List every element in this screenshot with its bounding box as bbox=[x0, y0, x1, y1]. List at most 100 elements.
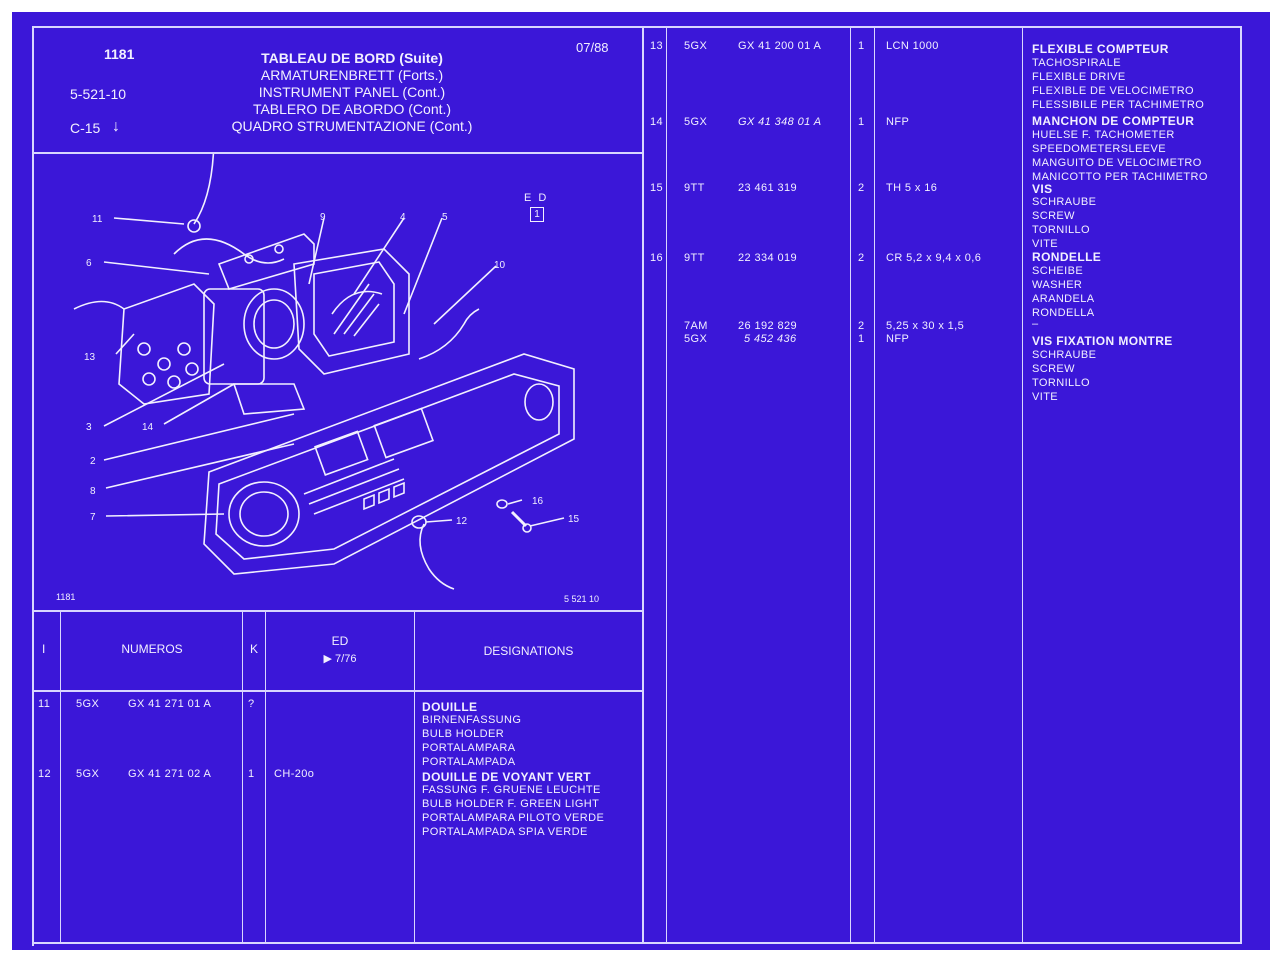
exploded-view-diagram: 11 9 4 5 6 10 13 3 14 2 8 7 12 16 15 bbox=[73, 154, 580, 590]
washer-16 bbox=[496, 499, 508, 509]
fascia-outline bbox=[203, 353, 575, 575]
row-designation-line: TORNILLO bbox=[1032, 224, 1091, 236]
frame-bottom bbox=[32, 942, 1242, 944]
diagram-footer-left: 1181 bbox=[56, 592, 76, 602]
col-designations-header: DESIGNATIONS bbox=[483, 644, 574, 658]
row-designation-line: SCREW bbox=[1032, 363, 1075, 375]
callout-2: 2 bbox=[90, 456, 96, 467]
page-code: C-15 bbox=[70, 120, 101, 136]
callout-8: 8 bbox=[90, 486, 96, 497]
callout-14: 14 bbox=[142, 422, 154, 433]
row-prefix: 5GX bbox=[76, 698, 100, 710]
row-k: 2 bbox=[858, 252, 865, 264]
row-prefix: 9TT bbox=[684, 252, 705, 264]
row-designation-title: DOUILLE DE VOYANT VERT bbox=[422, 770, 592, 784]
row-designation-line: VITE bbox=[1032, 238, 1059, 250]
parts-catalog-sheet: 1181 5-521-10 C-15 ↓ 07/88 TABLEAU DE BO… bbox=[12, 12, 1270, 950]
callout-15: 15 bbox=[568, 514, 580, 525]
row-k-2: 1 bbox=[858, 333, 865, 345]
row-k: 1 bbox=[858, 40, 865, 52]
col-rule bbox=[60, 610, 61, 944]
row-designation-line: MANICOTTO PER TACHIMETRO bbox=[1032, 171, 1208, 183]
row-designation-title: MANCHON DE COMPTEUR bbox=[1032, 114, 1195, 128]
col-rule bbox=[850, 26, 851, 944]
row-designation-line: SCHRAUBE bbox=[1032, 196, 1097, 208]
top-bracket bbox=[217, 233, 315, 290]
title-de: ARMATURENBRETT (Forts.) bbox=[260, 67, 444, 83]
section-code: 5-521-10 bbox=[70, 86, 127, 102]
callout-4: 4 bbox=[400, 212, 406, 223]
row-index: 14 bbox=[650, 116, 664, 128]
col-rule bbox=[874, 26, 875, 944]
row-index: 15 bbox=[650, 182, 664, 194]
row-designation-line: MANGUITO DE VELOCIMETRO bbox=[1032, 157, 1202, 169]
row-prefix: 5GX bbox=[684, 40, 708, 52]
row-designation-line: FLEXIBLE DE VELOCIMETRO bbox=[1032, 85, 1195, 97]
row-designation-title: FLEXIBLE COMPTEUR bbox=[1032, 42, 1169, 56]
reference-number: 1181 bbox=[104, 46, 135, 62]
gauge-opening bbox=[228, 481, 300, 547]
row-part-number: GX 41 271 02 A bbox=[128, 768, 212, 780]
row-part-number: GX 41 200 01 A bbox=[738, 40, 822, 52]
row-ed: TH 5 x 16 bbox=[886, 182, 938, 194]
col-k-header: K bbox=[249, 642, 258, 656]
col-rule bbox=[414, 610, 415, 944]
row-designation-line: WASHER bbox=[1032, 279, 1083, 291]
cable bbox=[173, 238, 285, 264]
row-prefix: 9TT bbox=[684, 182, 705, 194]
row-part-number: 26 192 829 bbox=[738, 320, 798, 332]
callout-11: 11 bbox=[92, 214, 103, 225]
col-numeros-header: NUMEROS bbox=[121, 642, 183, 656]
row-index: 16 bbox=[650, 252, 664, 264]
row-prefix-2: 5GX bbox=[684, 333, 708, 345]
row-designation-line: PORTALAMPADA bbox=[422, 756, 516, 768]
row-designation-line: SCREW bbox=[1032, 210, 1075, 222]
screw-15 bbox=[510, 510, 528, 528]
round-opening bbox=[524, 383, 554, 421]
row-designation-line: FLESSIBILE PER TACHIMETRO bbox=[1032, 99, 1205, 111]
row-designation-title: DOUILLE bbox=[422, 700, 478, 714]
row-designation-line: PORTALAMPARA bbox=[422, 742, 516, 754]
callout-9: 9 bbox=[320, 212, 326, 223]
row-designation-line: RONDELLA bbox=[1032, 307, 1095, 319]
row-designation-line: PORTALAMPADA SPIA VERDE bbox=[422, 826, 588, 838]
col-rule bbox=[265, 610, 266, 944]
row-designation-line: VITE bbox=[1032, 391, 1059, 403]
row-ed: CR 5,2 x 9,4 x 0,6 bbox=[886, 252, 982, 264]
row-k: 2 bbox=[858, 320, 865, 332]
title-en: INSTRUMENT PANEL (Cont.) bbox=[258, 84, 446, 100]
row-part-number-2: 5 452 436 bbox=[744, 333, 797, 345]
row-designation-line: FASSUNG F. GRUENE LEUCHTE bbox=[422, 784, 601, 796]
row-part-number: 23 461 319 bbox=[738, 182, 798, 194]
row-part-number: GX 41 348 01 A bbox=[738, 116, 822, 128]
callout-10: 10 bbox=[494, 260, 506, 271]
row-k: 1 bbox=[858, 116, 865, 128]
col-rule bbox=[1022, 26, 1023, 944]
row-prefix: 5GX bbox=[684, 116, 708, 128]
title-it: QUADRO STRUMENTAZIONE (Cont.) bbox=[231, 118, 473, 134]
row-prefix: 7AM bbox=[684, 320, 708, 332]
header-rule bbox=[32, 152, 644, 154]
row-designation-title: VIS FIXATION MONTRE bbox=[1032, 334, 1173, 348]
row-designation-line: TORNILLO bbox=[1032, 377, 1091, 389]
flex-cable bbox=[418, 308, 480, 360]
row-designation-title: VIS bbox=[1032, 182, 1053, 196]
bulb-11 bbox=[187, 219, 201, 233]
fascia-inner bbox=[215, 373, 560, 560]
row-designation-title: RONDELLE bbox=[1032, 250, 1102, 264]
bulb-cable bbox=[419, 523, 455, 590]
row-designation-line: PORTALAMPARA PILOTO VERDE bbox=[422, 812, 605, 824]
row-part-number: 22 334 019 bbox=[738, 252, 798, 264]
row-ed: CH-20o bbox=[274, 768, 315, 780]
diagram-rule bbox=[32, 610, 644, 612]
page-divider bbox=[642, 26, 644, 944]
callout-3: 3 bbox=[86, 422, 92, 433]
row-ed: NFP bbox=[886, 116, 910, 128]
col-ed-subheader: ▶ 7/76 bbox=[323, 653, 357, 665]
edition-value: 1 bbox=[530, 207, 544, 222]
row-designation-line: BULB HOLDER F. GREEN LIGHT bbox=[422, 798, 600, 810]
diagram-footer-right: 5 521 10 bbox=[564, 594, 600, 604]
row-designation-line: SCHRAUBE bbox=[1032, 349, 1097, 361]
row-k: 2 bbox=[858, 182, 865, 194]
row-part-number: GX 41 271 01 A bbox=[128, 698, 212, 710]
